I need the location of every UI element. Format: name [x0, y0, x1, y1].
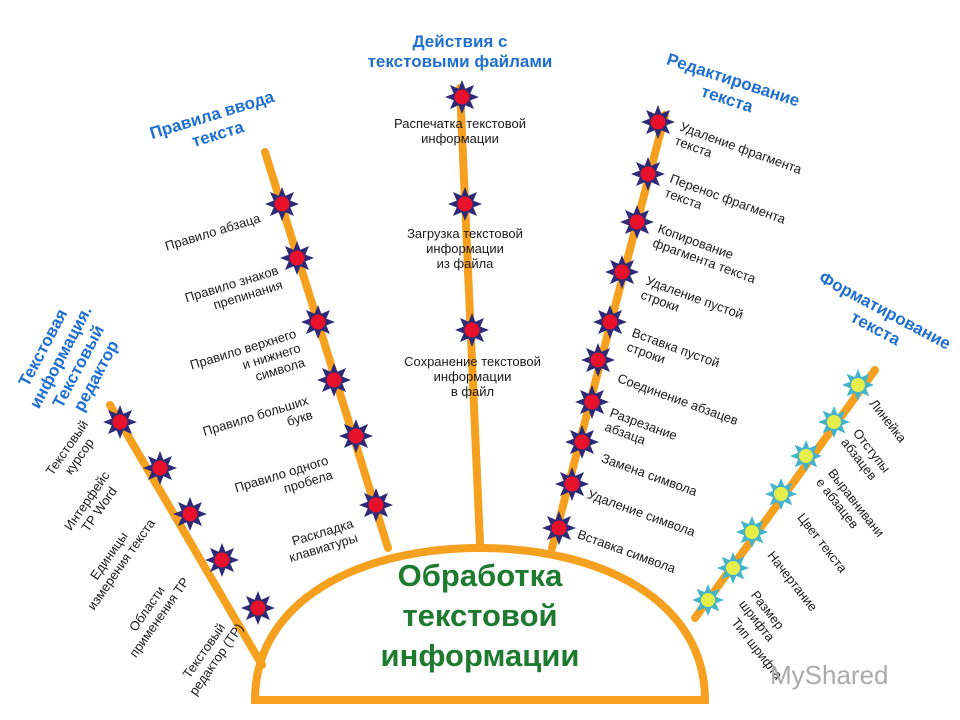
node-marker-dot [310, 314, 326, 330]
branch-stem-b2 [261, 148, 392, 552]
branch-stem-b1 [106, 401, 266, 669]
format-node-marker-dot [701, 593, 715, 607]
watermark-text: MyShared [770, 660, 889, 690]
node-marker-dot [274, 196, 290, 212]
item-load-text: Загрузка текстовой информации из файла [375, 226, 555, 271]
item-label-line: информации [421, 131, 499, 146]
item-label-line: Сохранение текстовой [404, 354, 541, 369]
node-marker-dot [464, 322, 480, 338]
node-marker-dot [182, 506, 198, 522]
item-label-line: из файла [436, 256, 494, 271]
branch-stem-b3 [456, 84, 484, 547]
node-marker-dot [289, 250, 305, 266]
central-topic-line: текстовой [402, 598, 558, 633]
item-print-text: Распечатка текстовой информации [370, 116, 550, 146]
format-node-marker-dot [851, 378, 865, 392]
node-marker-dot [551, 520, 567, 536]
item-label-line: Распечатка текстовой [394, 116, 526, 131]
node-marker-dot [348, 428, 364, 444]
node-marker-dot [629, 214, 645, 230]
central-topic-line: информации [380, 638, 580, 673]
category-title-line: текстовыми файлами [367, 52, 553, 71]
category-title-line: Действия с [412, 32, 508, 51]
node-marker-dot [590, 352, 606, 368]
node-marker-dot [564, 476, 580, 492]
watermark: MyShared [770, 660, 889, 691]
category-title-file-actions: Действия с текстовыми файлами [340, 32, 580, 72]
node-marker-dot [584, 394, 600, 410]
node-marker-dot [602, 314, 618, 330]
node-marker-dot [326, 372, 342, 388]
item-label-line: информации [426, 241, 504, 256]
node-marker-dot [640, 166, 656, 182]
item-save-text: Сохранение текстовой информации в файл [380, 354, 565, 399]
format-node-marker-dot [774, 487, 788, 501]
item-label-line: Загрузка текстовой [407, 226, 523, 241]
format-node-marker-dot [799, 449, 813, 463]
node-marker-dot [112, 414, 128, 430]
format-node-marker-dot [745, 525, 759, 539]
node-marker-dot [152, 460, 168, 476]
node-marker-dot [457, 196, 473, 212]
node-marker-dot [574, 434, 590, 450]
node-marker-dot [214, 552, 230, 568]
item-label-line: в файл [450, 384, 495, 399]
format-node-marker-dot [726, 561, 740, 575]
node-marker-dot [454, 89, 470, 105]
node-marker-dot [650, 114, 666, 130]
node-marker-dot [614, 264, 630, 280]
central-topic-line: Обработка [397, 558, 563, 593]
format-node-marker-dot [827, 415, 841, 429]
item-label-line: информации [433, 369, 512, 384]
central-dome [250, 543, 710, 704]
central-topic: Обработка текстовой информации [340, 556, 620, 676]
node-marker-dot [250, 600, 266, 616]
node-marker-dot [368, 497, 384, 513]
